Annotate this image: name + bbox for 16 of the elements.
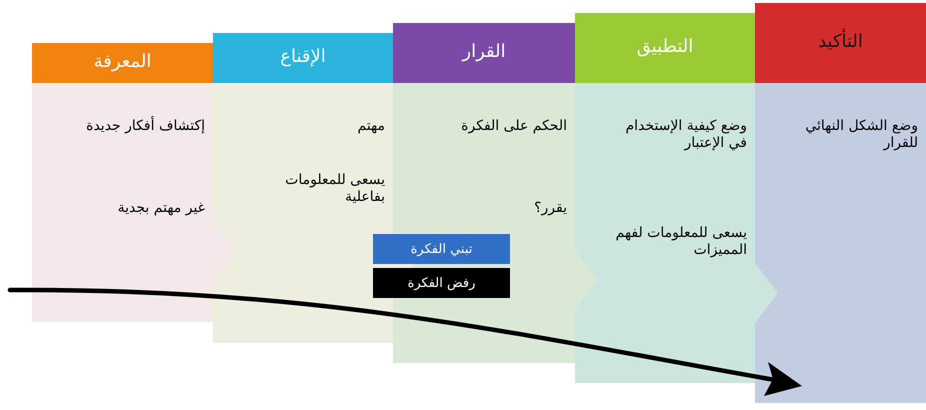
body-text: يقرر؟	[533, 200, 567, 217]
body-text: وضع كيفية الإستخدام في الإعتبار	[624, 118, 747, 152]
body-text: الحكم على الفكرة	[460, 118, 567, 135]
body-text: يسعى للمعلومات لفهم المميزات	[614, 225, 747, 259]
body-text: وضع الشكل النهائي للقرار	[804, 118, 918, 152]
header-text: القرار	[460, 41, 507, 62]
header-text: التأكيد	[755, 31, 926, 52]
header-text: المعرفة	[92, 51, 152, 72]
header-text: الإقناع	[279, 46, 327, 67]
body-text: غير مهتم بجدية	[116, 200, 205, 217]
body-text: إكتشاف أفكار جديدة	[85, 118, 205, 135]
option-box: تبني الفكرة	[373, 234, 510, 264]
body-text: يسعى للمعلومات بفاعلية	[284, 172, 385, 206]
body-text: مهتم	[356, 118, 385, 135]
option-box: رفض الفكرة	[373, 268, 510, 298]
header-text: التطبيق	[636, 36, 694, 57]
